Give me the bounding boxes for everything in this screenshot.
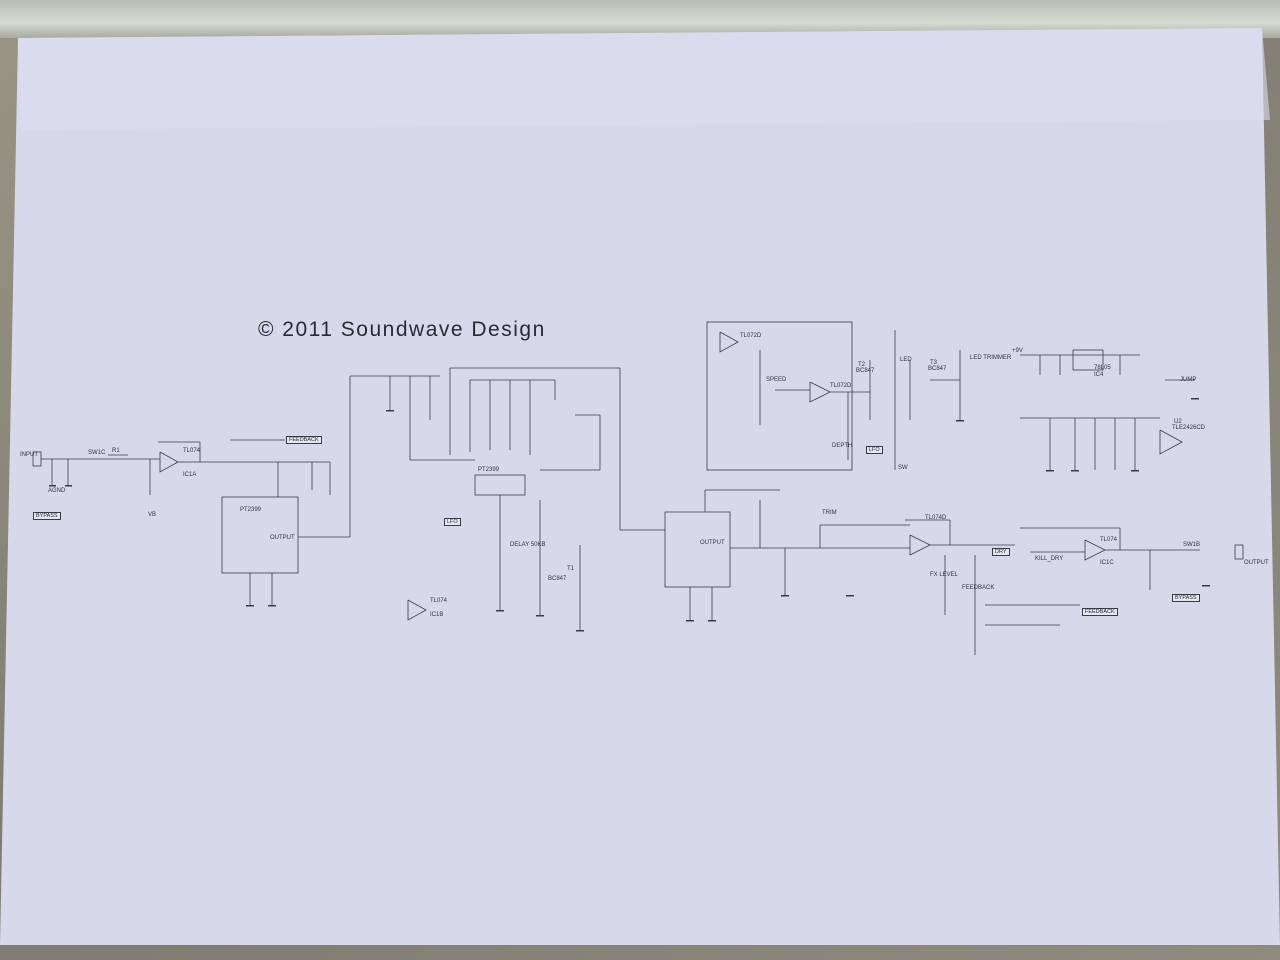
ground-symbols [49,398,1210,632]
led-label: LED [900,357,912,363]
r1-label: R1 [112,448,120,454]
schematic-title: © 2011 Soundwave Design [258,318,546,341]
ic1d-label: TL074D [925,515,947,521]
sw-label: SW [898,465,908,471]
ic3b-label: TL072D [830,383,852,389]
sw1c-label: SW1C [88,450,106,456]
jumper-label: JUMP [1180,377,1197,383]
dry-tag: DRY [992,548,1010,556]
ic1a-name-label: IC1A [183,472,197,478]
ic1a-label: TL074 [183,448,201,454]
bypass-in-tag: BYPASS [33,512,61,520]
lfo-left-tag: LFO [444,518,461,526]
agnd-label: AGND [48,488,66,494]
t2-label: T2 [858,362,866,368]
kill-dry-label: KILL_DRY [1035,556,1064,562]
paper-sheet [0,28,1280,945]
ic1c-label: TL074 [1100,537,1118,543]
lfo-right-tag: LFO [866,446,883,454]
speed-pot-label: SPEED [766,377,787,383]
vreg-name-label: IC4 [1094,372,1104,378]
input-label: INPUT [20,452,38,458]
vb-label: VB [148,512,157,518]
bc847-a-label: BC847 [548,576,567,582]
ic3a-label: TL072D [740,333,762,339]
t1-label: T1 [567,566,575,572]
u2-label: U2 [1174,419,1182,425]
pt2399-label: PT2399 [478,467,500,473]
feedback-pot-label: FEEDBACK [962,585,995,591]
vreg-label: 78L05 [1094,365,1111,371]
fx-level-label: FX LEVEL [930,572,959,578]
bbd2-output-label: OUTPUT [700,540,725,546]
delay-pot-label: DELAY 50KB [510,542,546,548]
wires [32,321,1244,655]
ic1c-name-label: IC1C [1100,560,1114,566]
bc847-b-label: BC847 [856,368,875,374]
bbd1-tag-label: PT2399 [240,507,262,513]
t3-label: T3 [930,360,938,366]
trim-label: TRIM [822,510,837,516]
sw1b-label: SW1B [1183,542,1201,548]
led-trimmer-label: LED TRIMMER [970,355,1012,361]
ic1b-label: TL074 [430,598,448,604]
bbd1-output-label: OUTPUT [270,535,295,541]
ic1b-name-label: IC1B [430,612,444,618]
feedback-right-tag: FEEDBACK [1082,608,1118,616]
feedback-top-tag: FEEDBACK [286,436,322,444]
plus9v-label: +9V [1012,348,1023,354]
output-label: OUTPUT [1244,560,1269,566]
tle2426-label: TLE2426CD [1172,425,1206,431]
bc847-c-label: BC847 [928,366,947,372]
depth-pot-label: DEPTH [832,443,853,449]
bypass-out-tag: BYPASS [1172,594,1200,602]
